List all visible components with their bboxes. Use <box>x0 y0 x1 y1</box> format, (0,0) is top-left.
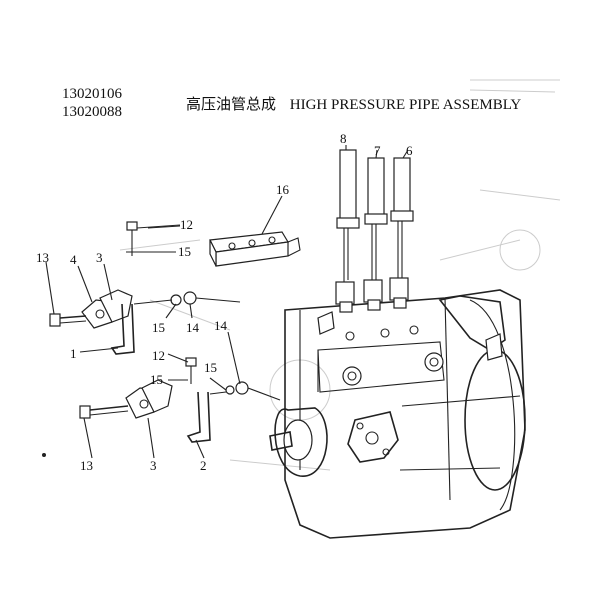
title-english: HIGH PRESSURE PIPE ASSEMBLY <box>289 97 522 113</box>
leader-lines <box>45 225 241 459</box>
callout-2: 2 <box>200 458 207 473</box>
callout-12-upper: 12 <box>180 217 193 232</box>
callout-labels: 8 7 6 16 12 15 13 4 3 15 14 1 14 12 15 1… <box>36 131 413 473</box>
injection-pump <box>269 277 526 539</box>
callout-14-right: 14 <box>214 318 228 333</box>
lower-clamp-group <box>42 357 281 457</box>
callout-15-mid: 15 <box>152 320 165 335</box>
callout-13-lower: 13 <box>80 458 93 473</box>
callout-6: 6 <box>406 143 413 158</box>
callout-3-upper: 3 <box>96 250 103 265</box>
diagram-title: 高压油管总成 HIGH PRESSURE PIPE ASSEMBLY <box>186 93 521 114</box>
callout-3-lower: 3 <box>150 458 157 473</box>
callout-1: 1 <box>70 346 77 361</box>
upper-clamp-group <box>49 221 241 355</box>
title-chinese: 高压油管总成 <box>186 97 277 113</box>
callout-14-mid: 14 <box>186 320 200 335</box>
callout-7: 7 <box>374 143 381 158</box>
callout-13-upper: 13 <box>36 250 49 265</box>
callout-12-lower: 12 <box>152 348 165 363</box>
part-number-2: 13020088 <box>62 104 122 120</box>
callout-15-lower-left: 15 <box>150 372 163 387</box>
part-number-1: 13020106 <box>62 86 122 102</box>
callout-16: 16 <box>276 182 290 197</box>
high-pressure-pipes <box>336 145 414 282</box>
callout-15-lower-right: 15 <box>204 360 217 375</box>
callout-15-upper: 15 <box>178 244 191 259</box>
bracket-16 <box>209 195 301 267</box>
callout-8: 8 <box>340 131 347 146</box>
callout-4: 4 <box>70 252 77 267</box>
